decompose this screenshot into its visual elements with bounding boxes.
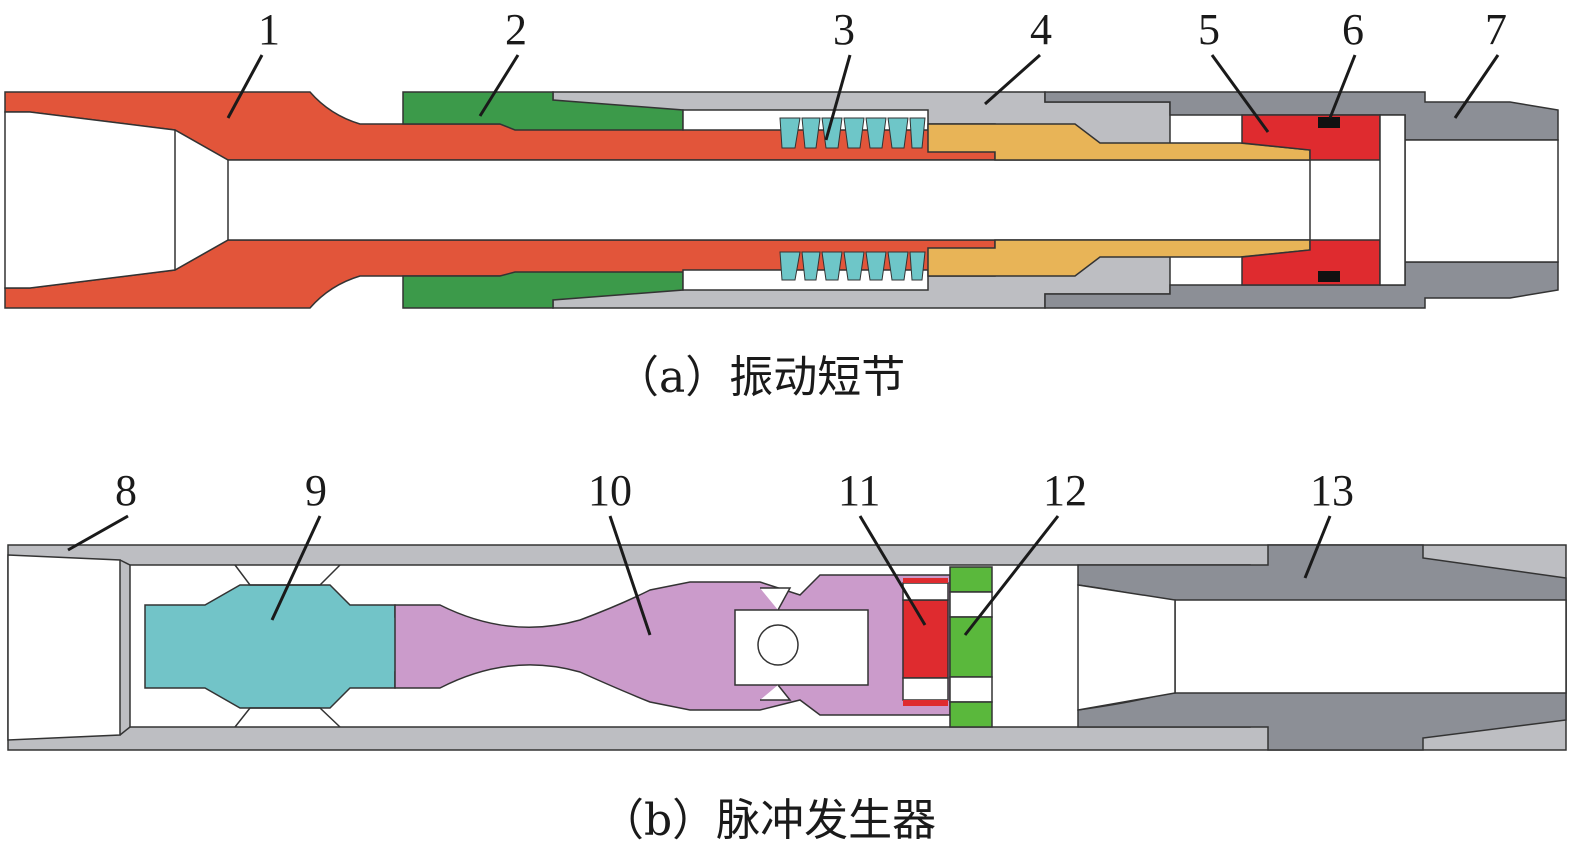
part-11-cap-bottom <box>902 677 949 701</box>
label-12: 12 <box>1043 466 1087 515</box>
part-10-pin-hole <box>757 624 799 666</box>
label-1: 1 <box>258 5 280 54</box>
part-3-disc-springs <box>779 117 926 281</box>
vibration-sub-assembly <box>4 91 1559 309</box>
guide-vane-2 <box>234 707 341 728</box>
label-10: 10 <box>588 466 632 515</box>
labels-b: 8 9 10 11 12 13 <box>67 466 1354 636</box>
part-11-lip-top <box>903 578 948 583</box>
part-11-valve <box>902 599 949 679</box>
part-5-gap <box>1379 114 1406 286</box>
guide-vane <box>234 564 341 586</box>
clevis-bottom <box>760 684 792 701</box>
clevis-top <box>760 587 792 611</box>
labels-a: 1 2 3 4 5 6 7 <box>226 5 1507 141</box>
caption-a: （a）振动短节 <box>615 352 905 403</box>
part-13-bore <box>1174 599 1567 694</box>
label-2: 2 <box>505 5 527 54</box>
label-9: 9 <box>305 466 327 515</box>
part-11-lip-bottom <box>903 700 948 706</box>
part-12-gap-top <box>949 591 993 618</box>
part-6-seal-top <box>1318 117 1340 128</box>
part-12-stator-bottom <box>949 701 993 728</box>
part-10-clevis <box>734 609 869 686</box>
part-8-left-bore <box>7 554 121 741</box>
pulse-generator-assembly <box>7 544 1567 751</box>
bore-line-2 <box>119 726 131 736</box>
part-7-bore <box>1404 139 1559 263</box>
label-11: 11 <box>838 466 880 515</box>
label-3: 3 <box>833 5 855 54</box>
label-13: 13 <box>1310 466 1354 515</box>
label-7: 7 <box>1485 5 1507 54</box>
caption-b: （b）脉冲发生器 <box>600 795 936 846</box>
part-12-stator-top <box>949 566 993 593</box>
label-5: 5 <box>1198 5 1220 54</box>
label-4: 4 <box>1030 5 1052 54</box>
label-8: 8 <box>115 466 137 515</box>
part-6-seal-bottom <box>1318 271 1340 282</box>
bore-line <box>119 559 131 566</box>
part-12-gap-bottom <box>949 676 993 703</box>
label-6: 6 <box>1342 5 1364 54</box>
part-13-taper <box>1077 584 1176 711</box>
